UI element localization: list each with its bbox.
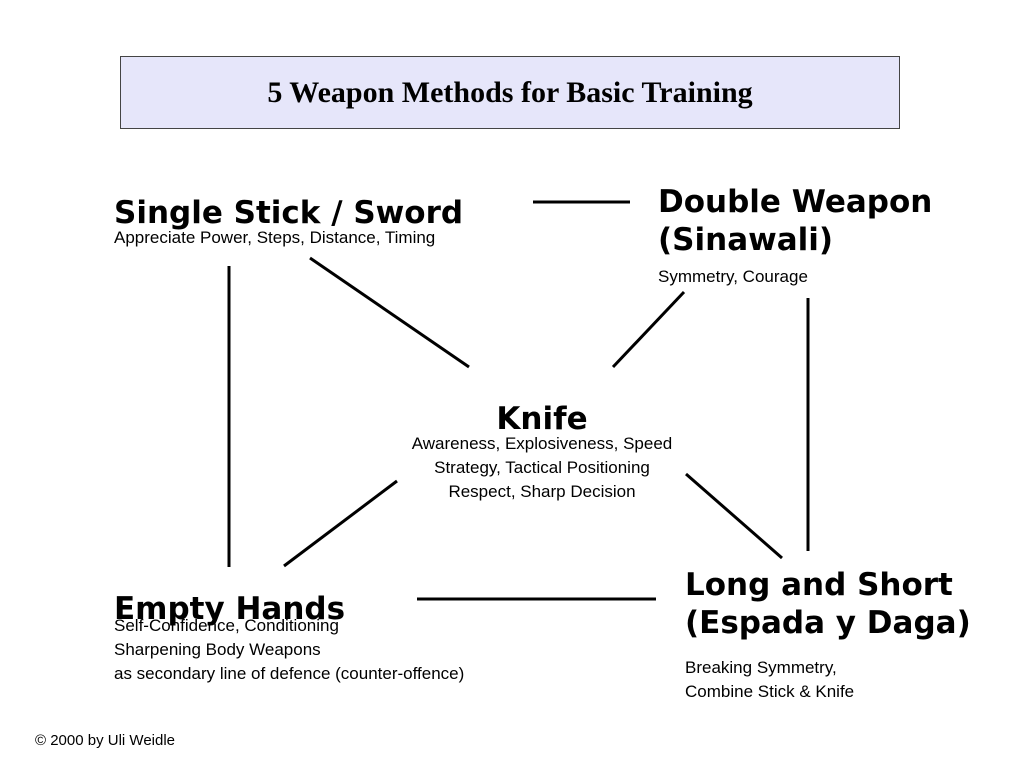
node-heading: Empty Hands: [114, 591, 346, 627]
connector-knife-to-empty: [283, 479, 398, 568]
node-description: as secondary line of defence (counter-of…: [114, 664, 465, 683]
node-single-stick: Single Stick / Sword Appreciate Power, S…: [114, 194, 463, 250]
node-description: Combine Stick & Knife: [685, 682, 855, 701]
page-title: 5 Weapon Methods for Basic Training: [267, 75, 753, 109]
node-knife: Knife Awareness, Explosiveness, Speed St…: [382, 400, 702, 504]
node-description: Sharpening Body Weapons: [114, 640, 321, 659]
node-heading: Long and Short: [685, 567, 953, 603]
node-empty-hands: Empty Hands Self-Confidence, Conditionin…: [114, 590, 464, 686]
node-long-short: Long and Short (Espada y Daga) Breaking …: [685, 566, 971, 704]
node-heading: Single Stick / Sword: [114, 195, 464, 231]
node-double-weapon: Double Weapon (Sinawali) Symmetry, Coura…: [658, 183, 932, 289]
node-description: Appreciate Power, Steps, Distance, Timin…: [114, 228, 436, 247]
copyright-text: © 2000 by Uli Weidle: [35, 732, 176, 749]
connector-knife-to-long: [685, 472, 783, 560]
node-heading: (Espada y Daga): [685, 605, 971, 641]
node-description: Strategy, Tactical Positioning: [434, 458, 650, 477]
node-description: Awareness, Explosiveness, Speed: [411, 434, 673, 453]
node-description: Symmetry, Courage: [658, 267, 808, 286]
node-heading: Double Weapon: [658, 184, 933, 220]
node-description: Respect, Sharp Decision: [448, 482, 636, 501]
node-description: Breaking Symmetry,: [685, 658, 837, 677]
node-heading: (Sinawali): [658, 222, 834, 258]
connector-double-to-knife: [611, 290, 686, 369]
node-description: Self-Confidence, Conditioning: [114, 616, 339, 635]
title-box: 5 Weapon Methods for Basic Training: [120, 56, 900, 129]
node-heading: Knife: [496, 401, 588, 437]
connector-single-to-knife: [309, 256, 470, 369]
